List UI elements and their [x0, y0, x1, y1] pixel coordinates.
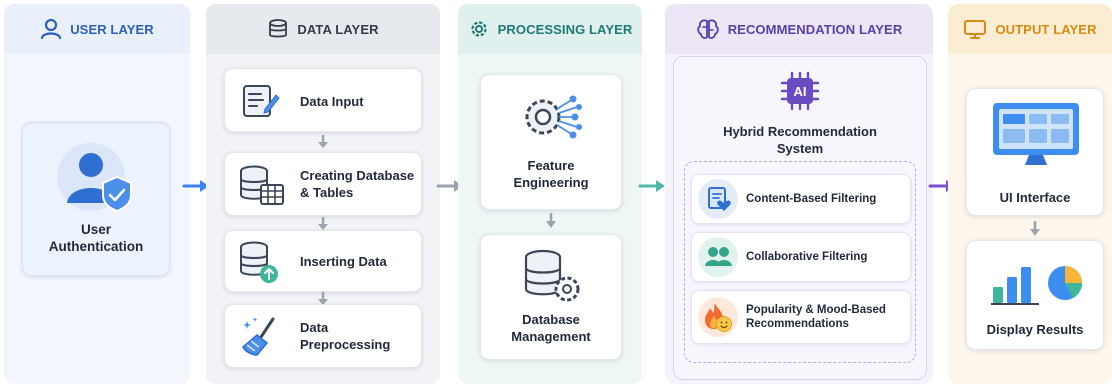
recommendation-layer-column: RECOMMENDATION LAYER AI Hybrid Recommend… — [665, 4, 933, 384]
feature-engineering-label-line1: Feature — [527, 158, 575, 173]
arrow-data-step3-to-step4 — [318, 292, 328, 305]
user-layer-column: USER LAYER User Authentication — [4, 4, 190, 384]
creating-database-label-line1: Creating Database — [300, 168, 415, 183]
people-icon — [698, 237, 738, 277]
document-edit-icon — [243, 85, 280, 117]
content-based-filtering-label: Content-Based Filtering — [746, 193, 877, 205]
user-card-label-line2: Authentication — [48, 239, 144, 254]
feature-engineering-label-line2: Engineering — [513, 175, 589, 190]
processing-layer-header: PROCESSING LAYER — [458, 4, 642, 54]
upload-icon — [240, 241, 278, 283]
feature-engineering-card[interactable]: Feature Engineering — [480, 74, 622, 210]
user-icon — [41, 18, 62, 40]
ai-badge-text: AI — [794, 84, 807, 99]
fire-smile-icon — [698, 297, 738, 337]
data-layer-column: DATA LAYER Data Input Creating Database … — [206, 4, 440, 384]
hybrid-system-label-line2: System — [776, 141, 824, 156]
database-management-card[interactable]: Database Management — [480, 234, 622, 360]
user-shield-icon — [45, 137, 145, 217]
filters-group: Content-Based Filtering Collaborative Fi… — [684, 161, 916, 363]
database-management-label-line2: Management — [511, 329, 591, 344]
arrow-data-step2-to-step3 — [318, 217, 328, 230]
output-layer-header: OUTPUT LAYER — [948, 4, 1112, 54]
popularity-mood-label-line1: Popularity & Mood-Based — [746, 304, 886, 316]
data-input-card[interactable]: Data Input — [224, 68, 422, 132]
recommendation-layer-title: RECOMMENDATION LAYER — [727, 21, 903, 37]
screen-layout-icon — [993, 103, 1079, 165]
creating-database-card[interactable]: Creating Database & Tables — [224, 152, 422, 216]
arrow-data-step1-to-step2 — [318, 135, 328, 148]
collaborative-filtering-label: Collaborative Filtering — [746, 251, 868, 263]
brain-icon — [696, 19, 719, 39]
processing-layer-column: PROCESSING LAYER Feature Engineering — [458, 4, 642, 384]
database-gear-icon — [524, 249, 580, 302]
pie-chart-icon — [1048, 266, 1082, 300]
collaborative-filtering-card[interactable]: Collaborative Filtering — [691, 232, 911, 282]
hybrid-system-label-line1: Hybrid Recommendation — [723, 124, 877, 139]
data-preprocessing-card[interactable]: Data Preprocessing — [224, 304, 422, 368]
heart-doc-icon — [698, 179, 738, 219]
ui-interface-label: UI Interface — [999, 190, 1071, 205]
inserting-data-card[interactable]: Inserting Data — [224, 230, 422, 292]
database-icon — [269, 19, 288, 38]
data-input-label: Data Input — [300, 94, 364, 109]
arrow-processing-step1-to-step2 — [546, 213, 556, 228]
output-layer-column: OUTPUT LAYER UI Interface — [948, 4, 1112, 384]
broom-icon — [242, 317, 275, 356]
user-layer-title: USER LAYER — [70, 21, 154, 37]
ai-chip-icon: AI — [778, 69, 822, 113]
creating-database-label-line2: & Tables — [300, 185, 354, 200]
popularity-mood-card[interactable]: Popularity & Mood-Based Recommendations — [691, 290, 911, 344]
recommendation-layer-header: RECOMMENDATION LAYER — [665, 4, 933, 54]
data-layer-header: DATA LAYER — [206, 4, 440, 54]
data-preprocessing-label-line2: Preprocessing — [300, 337, 391, 352]
arrow-user-to-data — [182, 180, 209, 192]
content-based-filtering-card[interactable]: Content-Based Filtering — [691, 174, 911, 224]
user-authentication-card[interactable]: User Authentication — [22, 122, 170, 276]
arrow-processing-to-recommendation — [638, 180, 665, 192]
hybrid-recommendation-panel: AI Hybrid Recommendation System Content-… — [673, 56, 927, 380]
output-layer-title: OUTPUT LAYER — [995, 21, 1097, 37]
display-results-label: Display Results — [986, 322, 1084, 337]
ui-interface-card[interactable]: UI Interface — [966, 88, 1104, 216]
gear-icon — [471, 21, 487, 37]
gear-network-icon — [525, 95, 582, 139]
monitor-icon — [964, 20, 987, 39]
display-results-card[interactable]: Display Results — [966, 240, 1104, 350]
popularity-mood-label-line2: Recommendations — [746, 318, 849, 330]
processing-layer-title: PROCESSING LAYER — [497, 21, 633, 37]
database-management-label-line1: Database — [522, 312, 580, 327]
data-layer-title: DATA LAYER — [297, 21, 379, 37]
user-layer-header: USER LAYER — [4, 4, 190, 54]
data-preprocessing-label-line1: Data — [300, 320, 329, 335]
chart-icon — [991, 267, 1039, 305]
arrow-output-step1-to-step2 — [1030, 221, 1040, 236]
user-card-label-line1: User — [80, 222, 112, 237]
inserting-data-label: Inserting Data — [300, 254, 387, 269]
table-icon — [240, 165, 284, 205]
